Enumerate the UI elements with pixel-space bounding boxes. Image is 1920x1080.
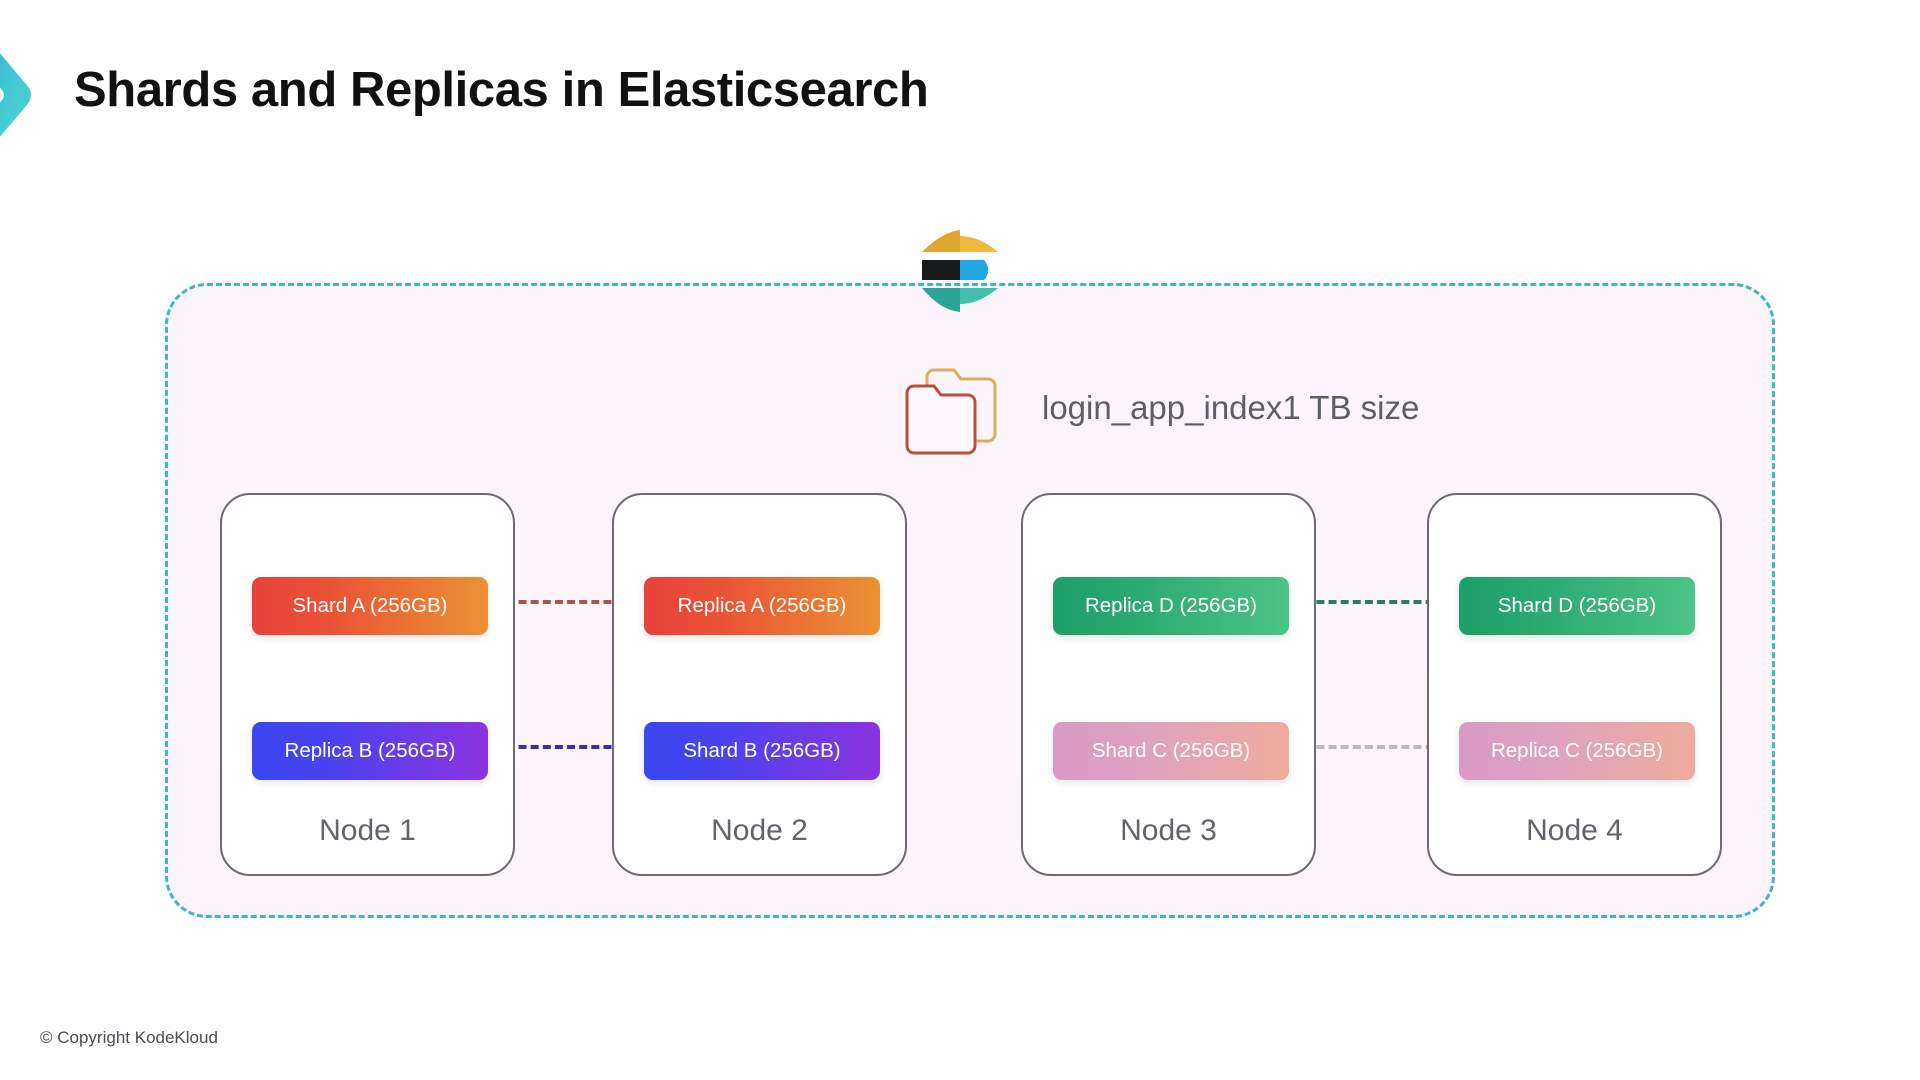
node-label: Node 3 [1120,814,1217,847]
shard-pill[interactable]: Shard C (256GB) [1053,722,1289,780]
chevron-right-icon [0,12,62,178]
elasticsearch-logo-icon [912,222,1008,318]
shard-pill[interactable]: Shard D (256GB) [1459,577,1695,635]
folder-stack-icon [900,358,1020,458]
connector-replica-b-to-shard-b [470,745,660,749]
shard-pill[interactable]: Shard A (256GB) [252,577,488,635]
node-card-1[interactable]: Shard A (256GB) Replica B (256GB) Node 1 [220,493,515,876]
index-label: login_app_index1 TB size [1042,389,1420,426]
connector-shard-c-to-replica-c [1280,745,1470,749]
node-card-3[interactable]: Replica D (256GB) Shard C (256GB) Node 3 [1021,493,1316,876]
page-title: Shards and Replicas in Elasticsearch [74,63,929,117]
node-card-2[interactable]: Replica A (256GB) Shard B (256GB) Node 2 [612,493,907,876]
shard-pill[interactable]: Replica B (256GB) [252,722,488,780]
index-row: login_app_index1 TB size [900,358,1419,458]
node-card-4[interactable]: Shard D (256GB) Replica C (256GB) Node 4 [1427,493,1722,876]
shard-pill[interactable]: Replica C (256GB) [1459,722,1695,780]
node-label: Node 1 [319,814,416,847]
node-label: Node 2 [711,814,808,847]
connector-replica-d-to-shard-d [1280,600,1470,604]
shard-pill[interactable]: Replica A (256GB) [644,577,880,635]
node-label: Node 4 [1526,814,1623,847]
copyright-text: © Copyright KodeKloud [40,1028,218,1047]
shard-pill[interactable]: Replica D (256GB) [1053,577,1289,635]
connector-shard-a-to-replica-a [470,600,660,604]
shard-pill[interactable]: Shard B (256GB) [644,722,880,780]
